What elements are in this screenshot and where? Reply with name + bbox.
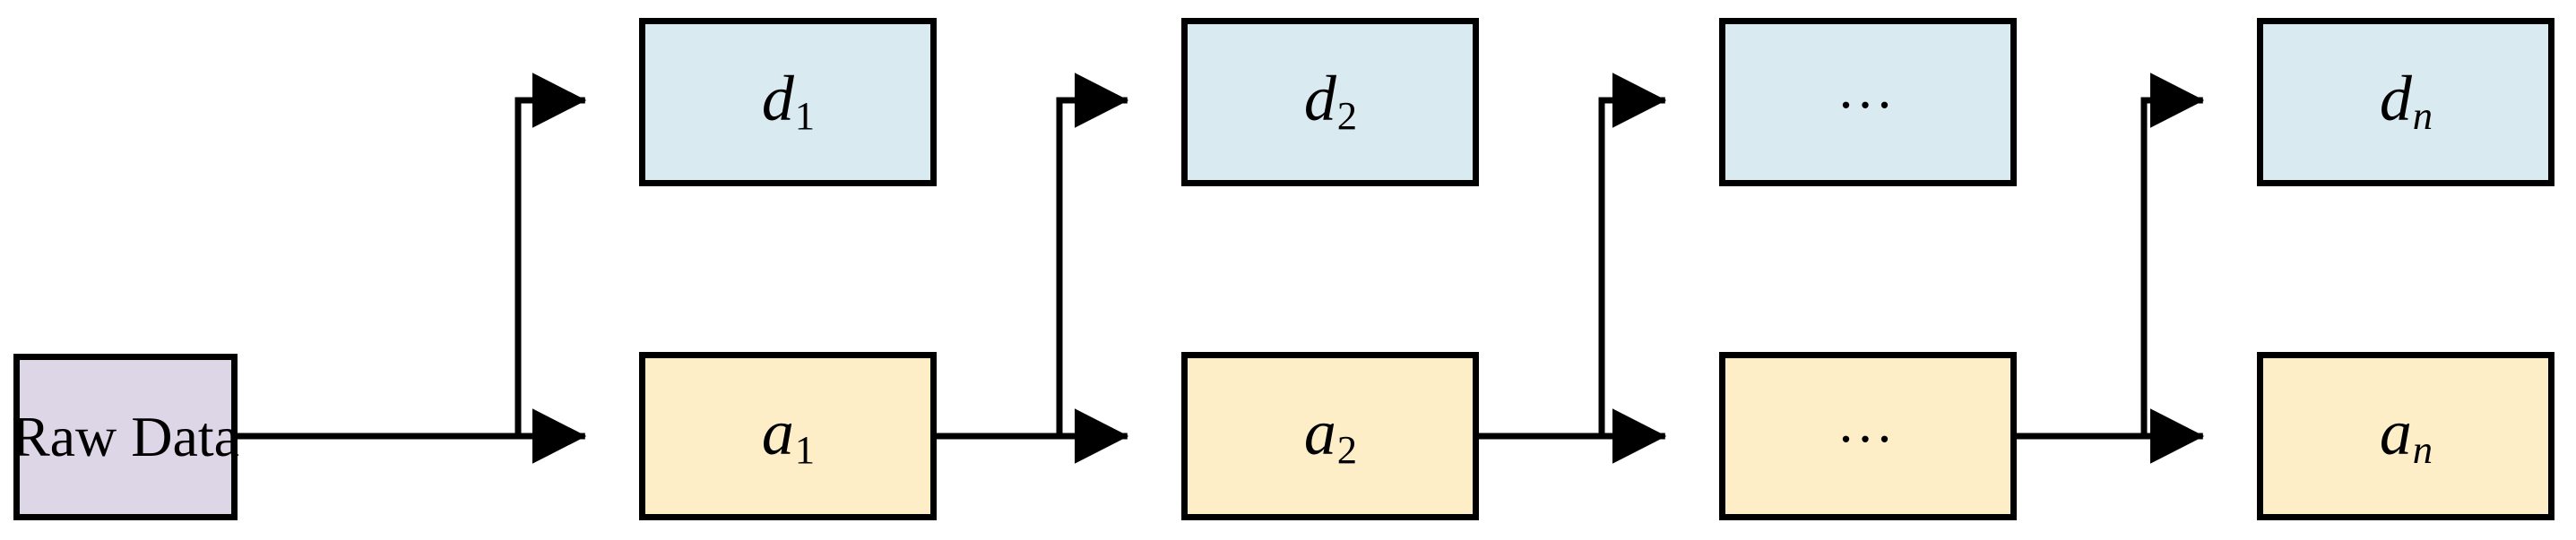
- node-raw-data-label: Raw Data: [11, 405, 240, 468]
- node-a2-label: a2: [1303, 397, 1358, 472]
- node-a1[interactable]: a1: [639, 352, 937, 520]
- node-a1-label: a1: [761, 397, 816, 472]
- edge-a-ellipsis-to-dn: [2140, 73, 2205, 433]
- node-d1-label: d1: [761, 63, 816, 138]
- node-d-ellipsis-label: ...: [1838, 59, 1897, 120]
- node-d2[interactable]: d2: [1181, 18, 1479, 186]
- node-dn-label: dn: [2379, 63, 2433, 138]
- node-d2-label: d2: [1303, 63, 1358, 138]
- node-d1[interactable]: d1: [639, 18, 937, 186]
- edge-a1-to-d2: [1056, 73, 1129, 433]
- node-raw-data[interactable]: Raw Data: [11, 354, 240, 520]
- node-a-ellipsis-label: ...: [1838, 393, 1897, 454]
- node-an[interactable]: an: [2257, 352, 2554, 520]
- node-d-ellipsis[interactable]: ...: [1719, 18, 2017, 186]
- node-an-label: an: [2379, 397, 2433, 472]
- node-a2[interactable]: a2: [1181, 352, 1479, 520]
- edge-a2-to-d-ellipsis: [1598, 73, 1667, 433]
- edge-raw-to-d1: [514, 73, 587, 433]
- node-dn[interactable]: dn: [2257, 18, 2554, 186]
- node-a-ellipsis[interactable]: ...: [1719, 352, 2017, 520]
